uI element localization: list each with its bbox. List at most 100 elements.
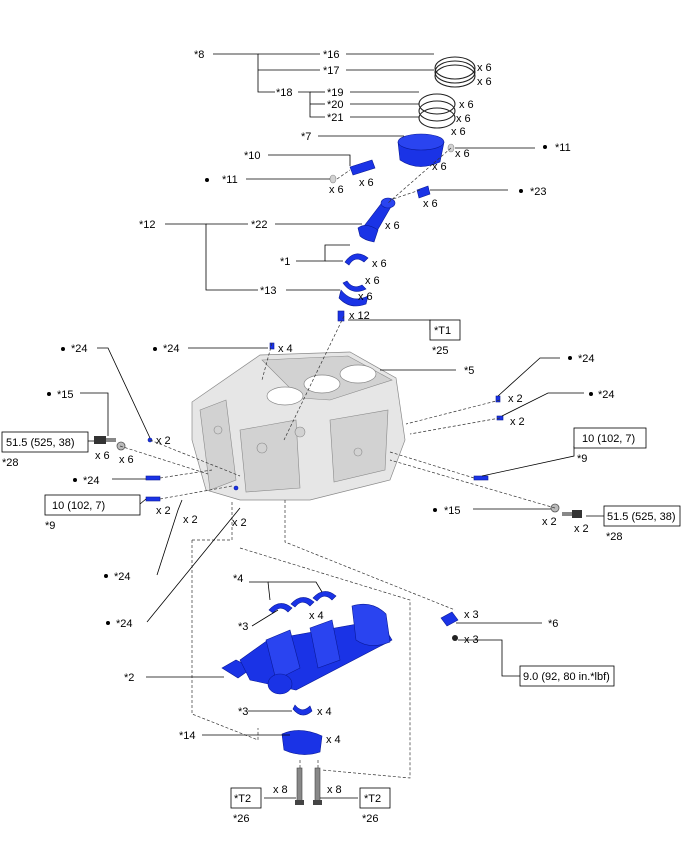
callout-15-right: *15 [444,505,461,517]
torque-label-t2-left: *T2 [234,793,251,805]
callout-11-right: *11 [555,142,571,154]
callout-21: *21 [327,112,344,124]
qty-26-left: x 8 [273,784,288,796]
piston-ring-set-top [434,56,476,88]
qty-11-left: x 6 [329,184,344,196]
qty-20: x 6 [456,113,471,125]
callout-28-right: *28 [606,531,623,543]
qty-6-b: x 3 [464,634,479,646]
qty-16: x 6 [477,62,492,74]
torque-box-9-left: 10 (102, 7) [44,494,141,516]
qty-23: x 6 [423,198,438,210]
callout-14: *14 [179,730,196,742]
torque-value-9-right: 10 (102, 7) [582,433,635,445]
callout-24-e: *24 [83,475,100,487]
callout-4: *4 [233,573,243,585]
callout-11-left: *11 [222,174,238,186]
qty-15-left: x 6 [119,454,134,466]
callout-6: *6 [548,618,558,630]
torque-box-28-right: 51.5 (525, 38) [603,505,681,527]
qty-24-bottom-1: x 2 [183,514,198,526]
callout-2: *2 [124,672,134,684]
callout-16: *16 [323,49,340,61]
qty-17: x 6 [477,76,492,88]
callout-12: *12 [139,219,156,231]
qty-28-right: x 2 [574,523,589,535]
qty-1-a: x 6 [372,258,387,270]
qty-24-top: x 4 [278,343,293,355]
callout-24-b: *24 [163,343,180,355]
torque-box-28-left: 51.5 (525, 38) [1,431,89,453]
torque-label-t2-right: *T2 [364,793,381,805]
callout-labels: *8 *16 *17 *18 *19 *20 *21 *7 *10 *11 *1… [2,49,623,825]
qty-26-right: x 8 [327,784,342,796]
qty-13: x 6 [358,291,373,303]
callout-24-a: *24 [71,343,88,355]
qty-25: x 12 [349,310,370,322]
crankshaft-bearing-cap-icon [281,730,323,755]
callout-26-left: *26 [233,813,250,825]
callout-22: *22 [251,219,268,231]
callout-23: *23 [530,186,547,198]
qty-14: x 4 [326,734,341,746]
torque-box-t1: *T1 [429,319,461,341]
connecting-rod-icon [357,197,396,243]
qty-3-bottom: x 4 [317,706,332,718]
piston-ring-set-lower [418,93,456,129]
callout-3-bottom: *3 [238,706,248,718]
piston-pin-icon [349,159,376,176]
qty-24-right-2: x 2 [510,416,525,428]
qty-9-left: x 2 [156,505,171,517]
bullet-dots [47,145,593,625]
callout-20: *20 [327,99,344,111]
qty-4: x 4 [309,610,324,622]
callout-24-g: *24 [116,618,133,630]
oil-nozzle-icon [440,611,459,641]
callout-28-left: *28 [2,457,19,469]
torque-value-6: 9.0 (92, 80 in.*lbf) [523,671,610,683]
leader-lines [48,53,604,799]
callout-8: *8 [194,49,204,61]
side-bolt-icon [94,436,582,518]
torque-box-t2-left: *T2 [230,787,262,809]
callout-10: *10 [244,150,261,162]
callout-24-d: *24 [598,389,615,401]
qty-7: x 6 [432,161,447,173]
callout-17: *17 [323,65,340,77]
callout-19: *19 [327,87,344,99]
callout-24-c: *24 [578,353,595,365]
qty-10: x 6 [359,177,374,189]
torque-box-6: 9.0 (92, 80 in.*lbf) [519,665,615,687]
connecting-rod-bolt-icon [337,310,345,322]
callout-7: *7 [301,131,311,143]
qty-1-b: x 6 [365,275,380,287]
torque-value-9-left: 10 (102, 7) [52,500,105,512]
qty-22: x 6 [385,220,400,232]
callout-9-right: *9 [577,453,587,465]
qty-6-a: x 3 [464,609,479,621]
torque-box-t2-right: *T2 [359,787,391,809]
connecting-rod-bushing-icon [416,185,431,199]
torque-value-28-right: 51.5 (525, 38) [607,511,676,523]
callout-1: *1 [280,256,290,268]
torque-box-9-right: 10 (102, 7) [573,427,647,449]
crankshaft-bearing-icon [268,591,337,716]
torque-label-t1: *T1 [434,325,451,337]
cylinder-block-icon [191,351,406,501]
qty-24-bottom-2: x 2 [232,517,247,529]
bearing-cap-bolt-icon [295,767,322,805]
torque-value-28-left: 51.5 (525, 38) [6,437,75,449]
callout-5: *5 [464,365,474,377]
callout-25: *25 [432,345,449,357]
callout-9-left: *9 [45,520,55,532]
assembly-dashed-lines [119,147,556,779]
callout-15-left: *15 [57,389,74,401]
callout-3-top: *3 [238,621,248,633]
qty-24-right-1: x 2 [508,393,523,405]
piston-icon [397,133,445,167]
qty-21: x 6 [451,126,466,138]
qty-24-left: x 2 [156,435,171,447]
callout-24-f: *24 [114,571,131,583]
